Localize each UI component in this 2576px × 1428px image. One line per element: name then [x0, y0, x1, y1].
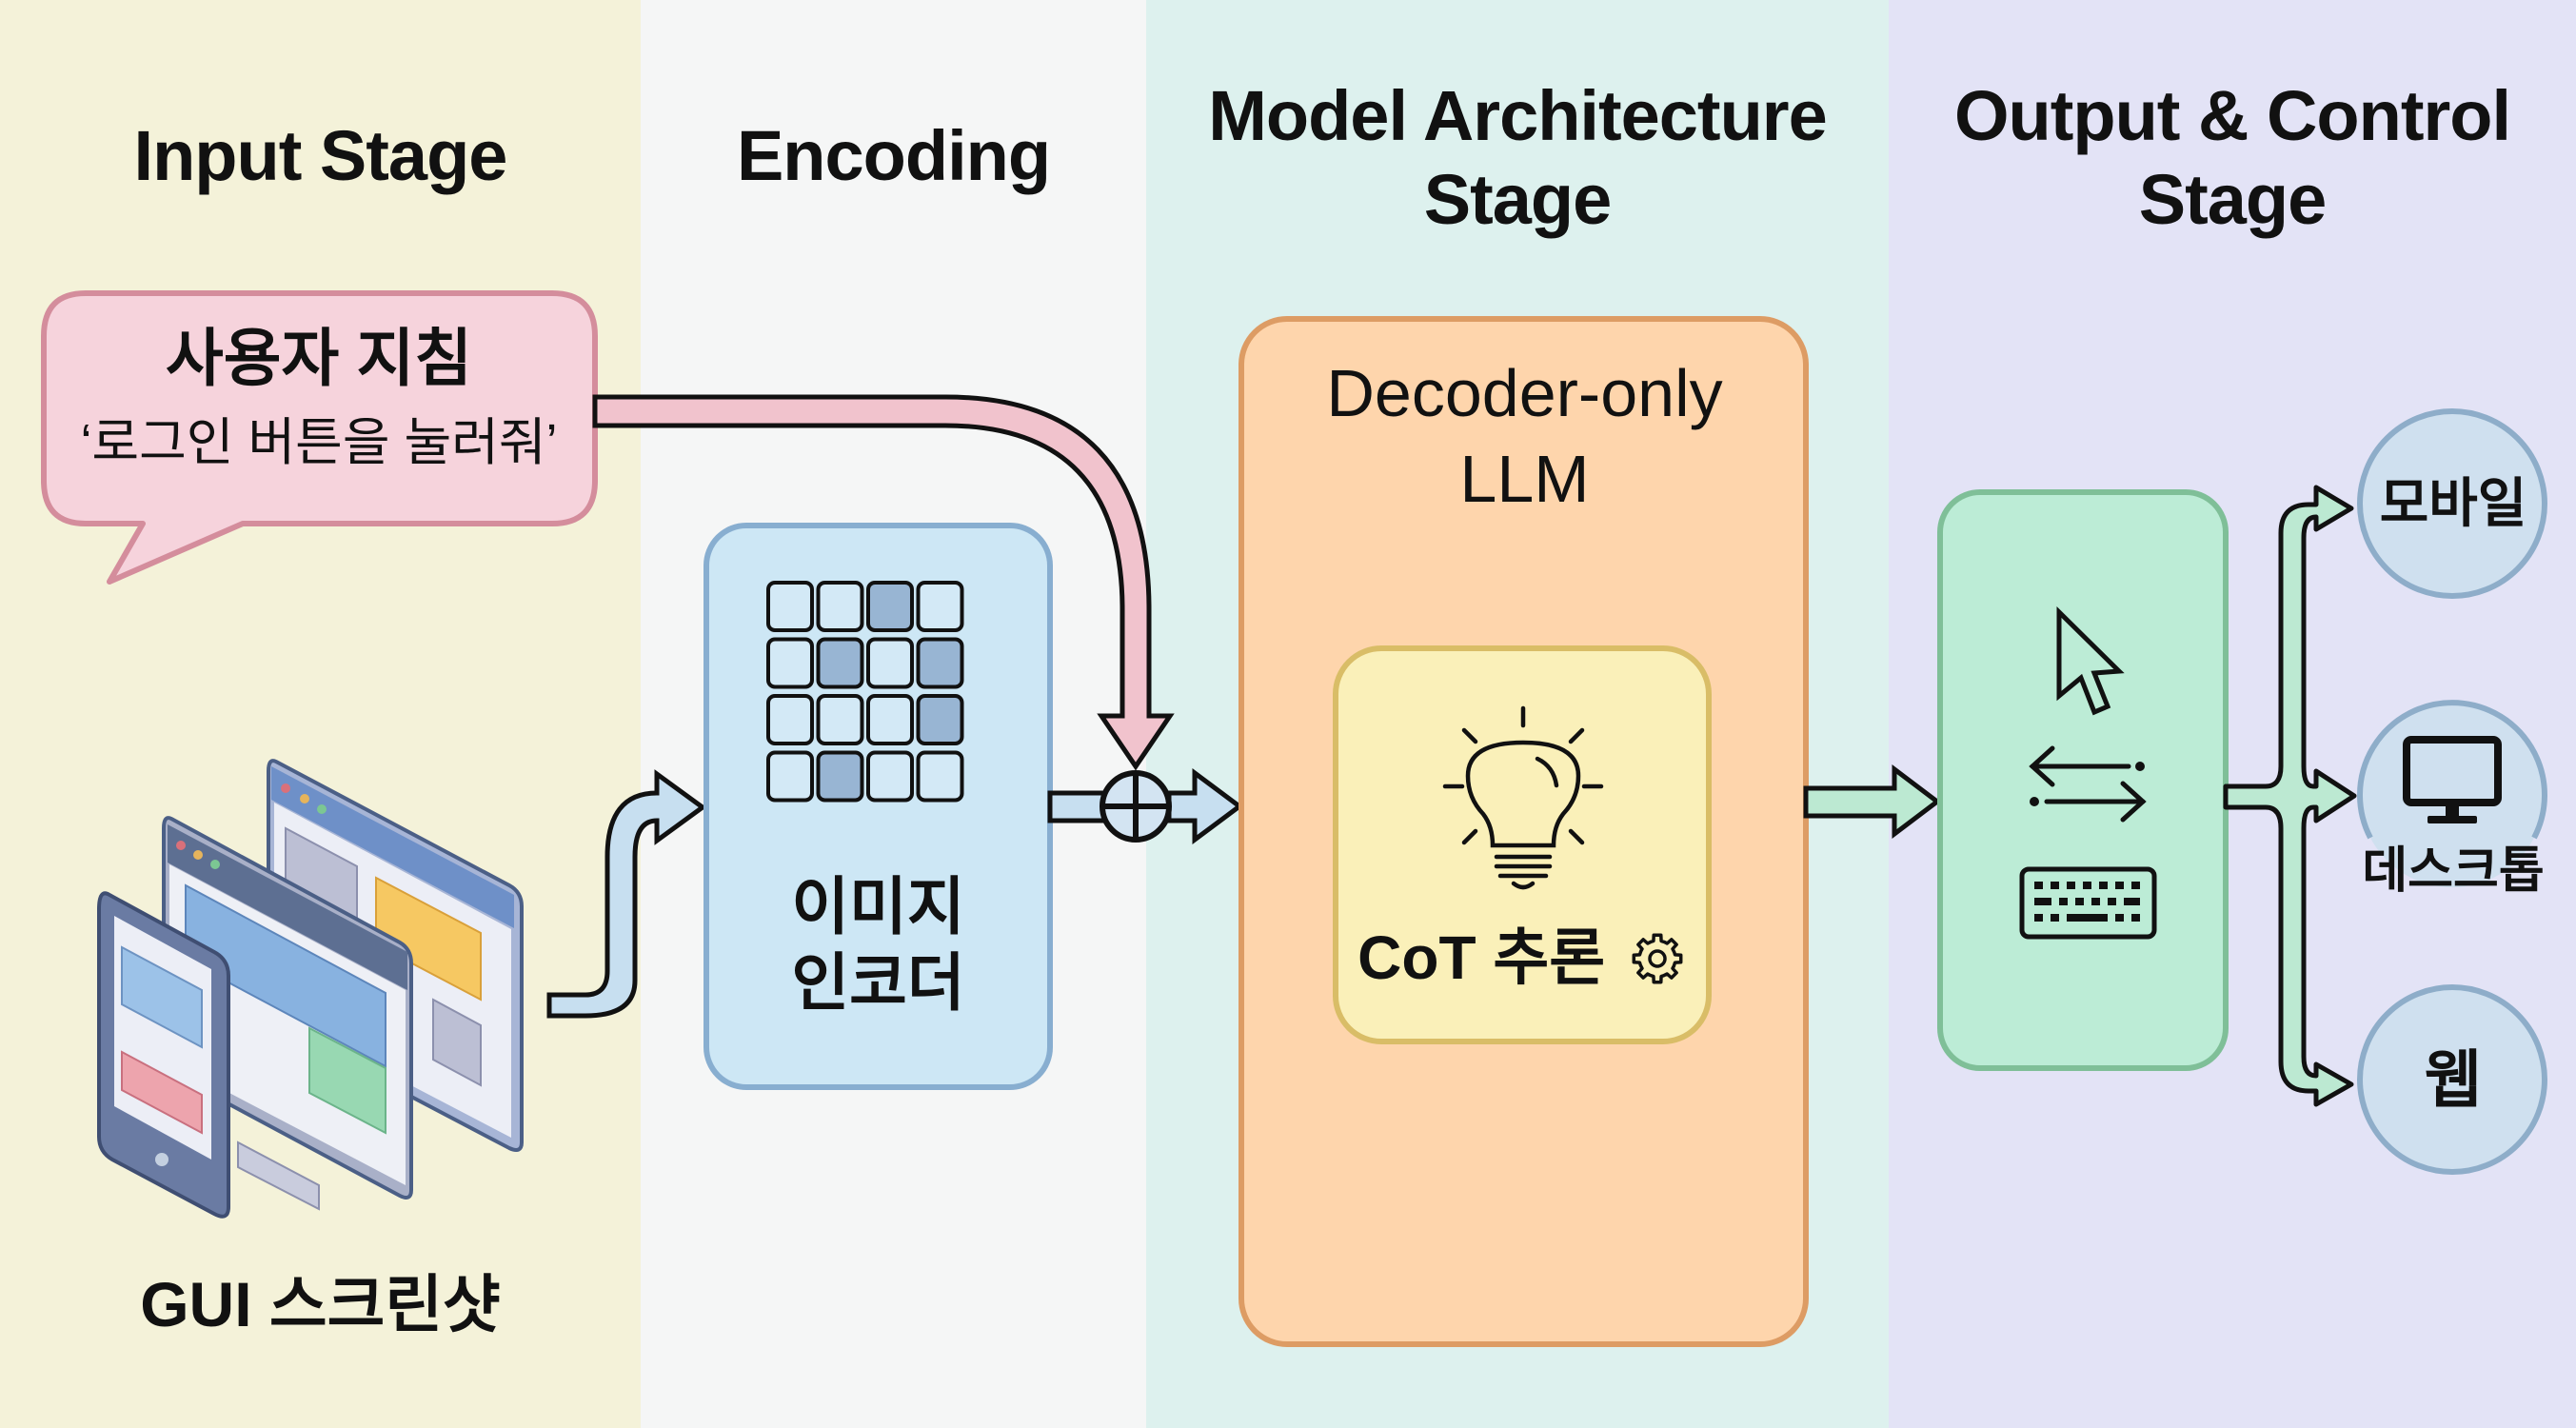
- instruction-arrow: [592, 394, 1175, 771]
- grid-cell: [866, 581, 914, 632]
- grid-cell: [816, 694, 864, 745]
- target-web: [2357, 984, 2547, 1175]
- grid-cell: [866, 637, 914, 689]
- instruction-title: 사용자 지침: [166, 323, 472, 393]
- grid-cell: [766, 637, 814, 689]
- encoding-stage-title: Encoding: [736, 116, 1051, 195]
- llm-output-arrow: [1803, 764, 1942, 840]
- grid-cell: [766, 694, 814, 745]
- gear-icon: [1632, 933, 1683, 984]
- instruction-speech-bubble: [41, 290, 598, 585]
- grid-cell: [766, 581, 814, 632]
- image-patch-grid-icon: [766, 581, 964, 803]
- instruction-text: ‘로그인 버튼을 눌러줘’: [80, 414, 558, 471]
- input-stage-panel: [0, 0, 641, 1428]
- lightbulb-icon: [1442, 705, 1604, 890]
- cot-reasoning-label: CoT 추론: [1336, 920, 1709, 996]
- grid-cell: [816, 637, 864, 689]
- monitor-icon: [2403, 736, 2502, 823]
- output-fork-arrows: [2223, 485, 2357, 1107]
- gui-screenshot-label: GUI 스크린샷: [140, 1269, 501, 1339]
- screenshot-arrow: [546, 769, 707, 1019]
- swap-arrows-icon: [2029, 745, 2147, 823]
- target-mobile: [2357, 408, 2547, 599]
- grid-cell: [816, 750, 864, 803]
- target-mobile-label: 모바일: [2379, 473, 2527, 533]
- input-stage-title: Input Stage: [133, 116, 508, 195]
- keyboard-icon: [2019, 866, 2157, 940]
- grid-cell: [916, 694, 964, 745]
- mouse-cursor-icon: [2056, 606, 2125, 716]
- grid-cell: [916, 637, 964, 689]
- grid-cell: [916, 750, 964, 803]
- devices-screens-icon: [97, 759, 524, 1219]
- grid-cell: [816, 581, 864, 632]
- encoder-output-arrow: [1047, 768, 1244, 844]
- grid-cell: [866, 750, 914, 803]
- target-desktop-label: 데스크톱: [2362, 843, 2545, 899]
- grid-cell: [866, 694, 914, 745]
- target-web-label: 웹: [2424, 1044, 2483, 1115]
- plus-circle-icon: [1100, 770, 1172, 843]
- grid-cell: [916, 581, 964, 632]
- grid-cell: [766, 750, 814, 803]
- action-control-box: [1937, 489, 2229, 1071]
